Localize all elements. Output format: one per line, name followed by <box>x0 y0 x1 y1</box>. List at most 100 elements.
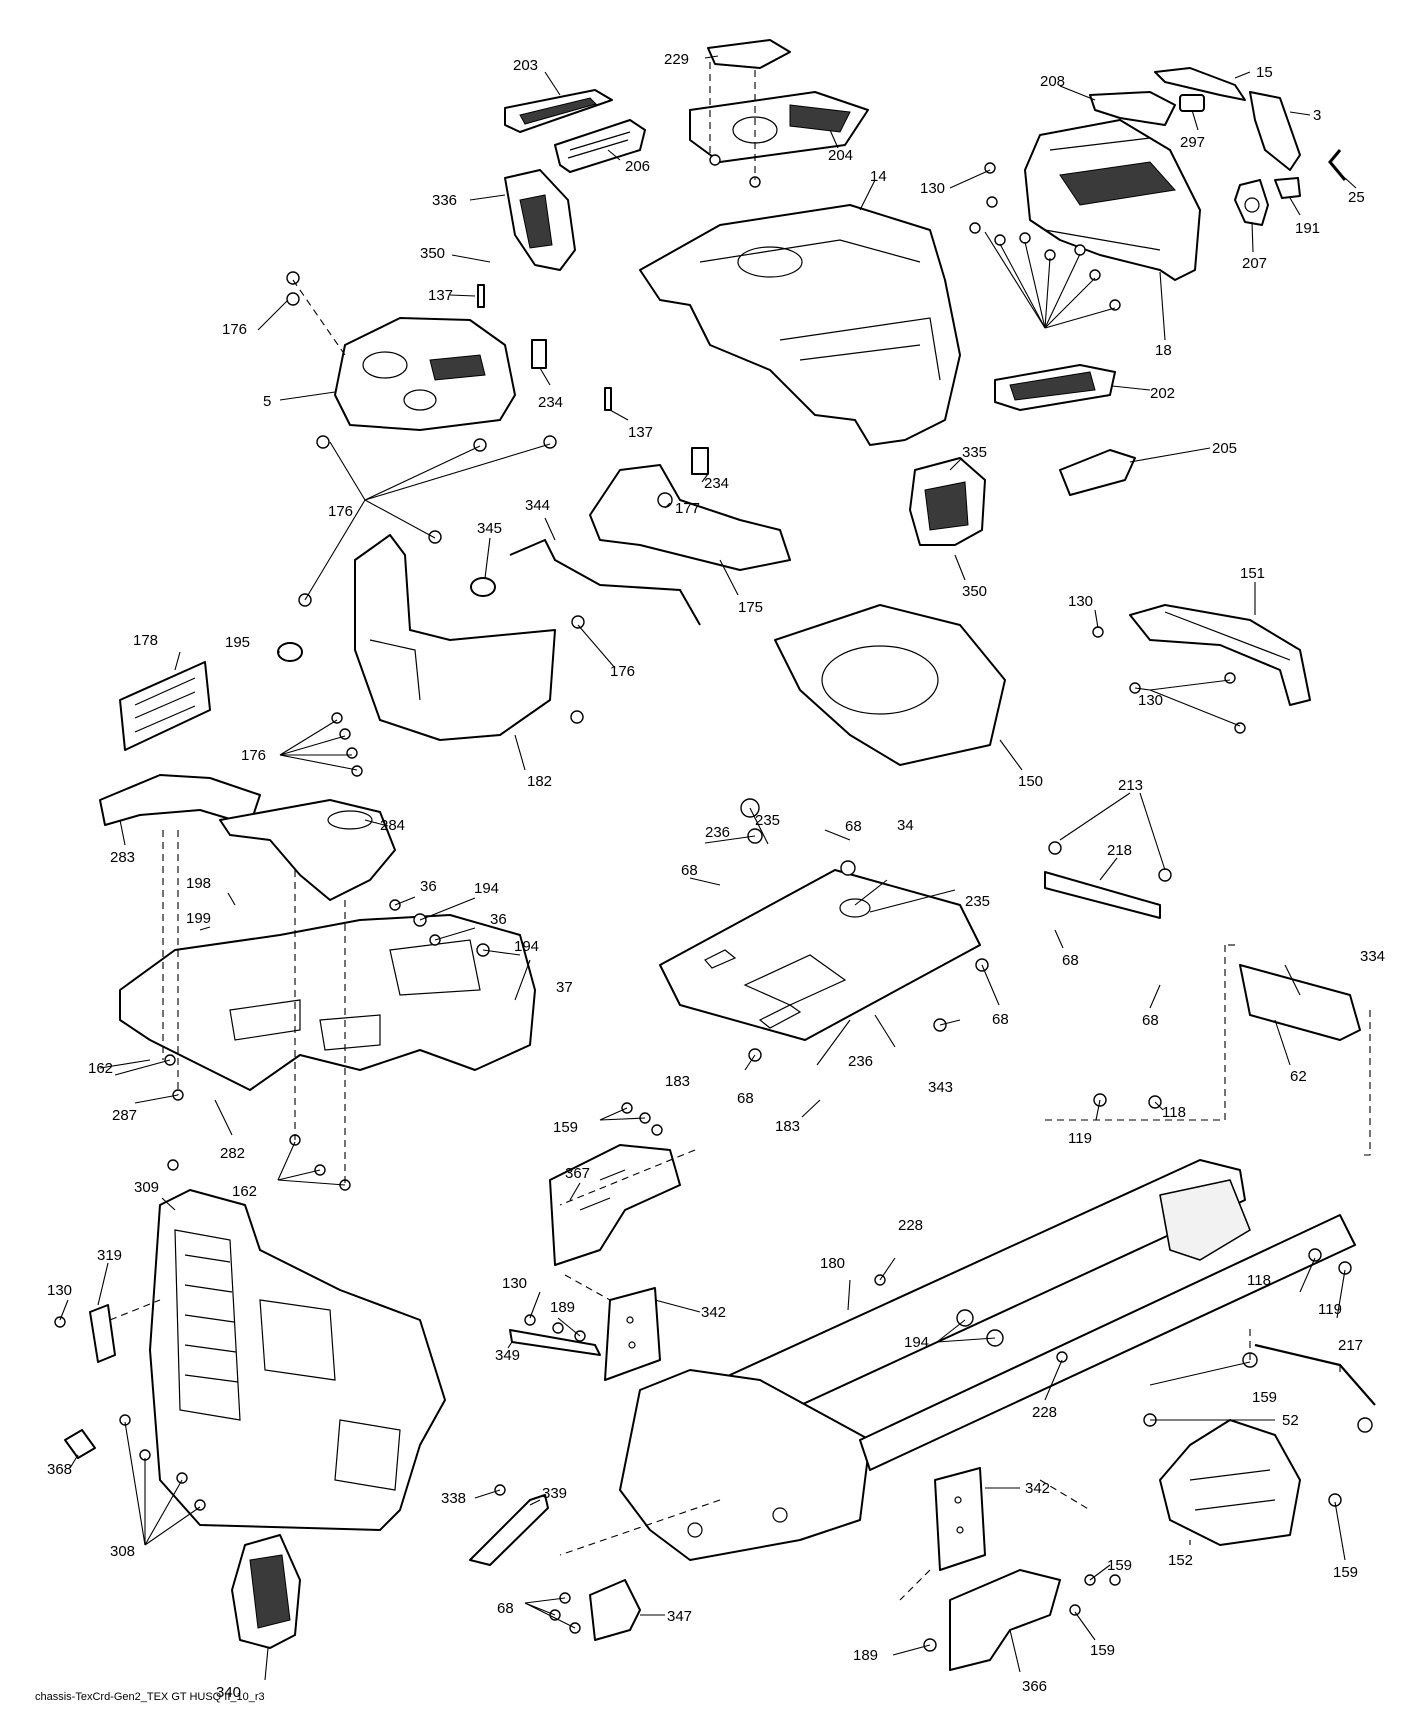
part-203-handle <box>504 89 613 133</box>
callout: 205 <box>1212 440 1237 457</box>
callout: 159 <box>1252 1389 1277 1406</box>
part-152-footrest <box>1159 1419 1301 1546</box>
callout: 130 <box>47 1282 72 1299</box>
callout: 152 <box>1168 1552 1193 1569</box>
callout: 236 <box>705 824 730 841</box>
part-3 <box>1249 91 1301 171</box>
callout: 204 <box>828 147 853 164</box>
callout: 159 <box>1090 1642 1115 1659</box>
callout: 198 <box>186 875 211 892</box>
part-191 <box>1274 177 1301 199</box>
callout: 206 <box>625 158 650 175</box>
part-180-frame <box>619 1159 1356 1561</box>
callout: 137 <box>628 424 653 441</box>
assembly-lines <box>109 62 1371 1601</box>
callout: 334 <box>1360 948 1385 965</box>
callout: 159 <box>553 1119 578 1136</box>
part-309-frame <box>149 1189 446 1531</box>
part-339-lever <box>469 1494 549 1566</box>
callout: 342 <box>1025 1480 1050 1497</box>
callout-labels: 203 229 15 208 3 297 25 191 207 206 204 … <box>47 51 1385 1701</box>
callout: 15 <box>1256 64 1273 81</box>
callout: 297 <box>1180 134 1205 151</box>
callout: 62 <box>1290 1068 1307 1085</box>
callout: 68 <box>737 1090 754 1107</box>
callout: 18 <box>1155 342 1172 359</box>
part-25 <box>1328 149 1347 181</box>
part-204-panel <box>689 91 869 163</box>
callout: 339 <box>542 1485 567 1502</box>
callout: 25 <box>1348 189 1365 206</box>
callout: 207 <box>1242 255 1267 272</box>
callout: 234 <box>538 394 563 411</box>
callout: 183 <box>665 1073 690 1090</box>
part-367 <box>549 1144 681 1266</box>
part-342-upper <box>604 1287 661 1381</box>
callout: 319 <box>97 1247 122 1264</box>
part-5-dash <box>334 317 516 431</box>
callout: 176 <box>241 747 266 764</box>
callout: 36 <box>420 878 437 895</box>
part-229 <box>707 39 791 69</box>
callout: 213 <box>1118 777 1143 794</box>
callout: 189 <box>853 1647 878 1664</box>
part-234-a <box>531 339 547 369</box>
callout: 287 <box>112 1107 137 1124</box>
callout: 3 <box>1313 107 1321 124</box>
part-207 <box>1234 179 1269 226</box>
callout: 284 <box>380 817 405 834</box>
part-150-shroud <box>774 604 1006 766</box>
part-366 <box>949 1569 1061 1671</box>
part-205 <box>1059 449 1136 496</box>
callout: 309 <box>134 1179 159 1196</box>
callout: 228 <box>1032 1404 1057 1421</box>
part-206 <box>554 119 646 173</box>
callout: 180 <box>820 1255 845 1272</box>
part-234-b <box>691 447 709 475</box>
callout: 234 <box>704 475 729 492</box>
callout: 340 <box>216 1684 241 1701</box>
part-334 <box>1239 964 1361 1041</box>
part-368 <box>64 1429 96 1459</box>
part-284 <box>219 799 396 901</box>
callout: 137 <box>428 287 453 304</box>
callout: 150 <box>1018 773 1043 790</box>
callout: 344 <box>525 497 550 514</box>
callout: 189 <box>550 1299 575 1316</box>
part-342-lower <box>934 1467 986 1571</box>
callout: 68 <box>845 818 862 835</box>
callout: 183 <box>775 1118 800 1135</box>
callout: 350 <box>962 583 987 600</box>
part-340 <box>231 1534 301 1649</box>
parts-layer <box>64 39 1376 1671</box>
part-195 <box>277 642 303 662</box>
callout: 208 <box>1040 73 1065 90</box>
callout: 52 <box>1282 1412 1299 1429</box>
callout: 342 <box>701 1304 726 1321</box>
callout: 335 <box>962 444 987 461</box>
callout: 151 <box>1240 565 1265 582</box>
callout: 36 <box>490 911 507 928</box>
callout: 366 <box>1022 1678 1047 1695</box>
part-349-bar <box>509 1329 601 1356</box>
callout: 308 <box>110 1543 135 1560</box>
part-218-strap <box>1044 871 1161 919</box>
part-182-fender <box>354 534 556 741</box>
callout: 130 <box>502 1275 527 1292</box>
part-175-bracket <box>589 464 791 571</box>
callout: 159 <box>1333 1564 1358 1581</box>
part-178-vent <box>119 661 211 751</box>
callout: 68 <box>1062 952 1079 969</box>
callout: 203 <box>513 57 538 74</box>
callout: 68 <box>497 1600 514 1617</box>
callout: 37 <box>556 979 573 996</box>
callout: 218 <box>1107 842 1132 859</box>
diagram-footer: chassis-TexCrd-Gen2_TEX GT HUSQ II_10_r3 <box>35 1691 265 1703</box>
callout: 235 <box>755 812 780 829</box>
part-34-plate <box>659 869 981 1041</box>
part-347 <box>589 1579 641 1641</box>
callout: 350 <box>420 245 445 262</box>
callout: 368 <box>47 1461 72 1478</box>
callout: 118 <box>1247 1272 1271 1289</box>
